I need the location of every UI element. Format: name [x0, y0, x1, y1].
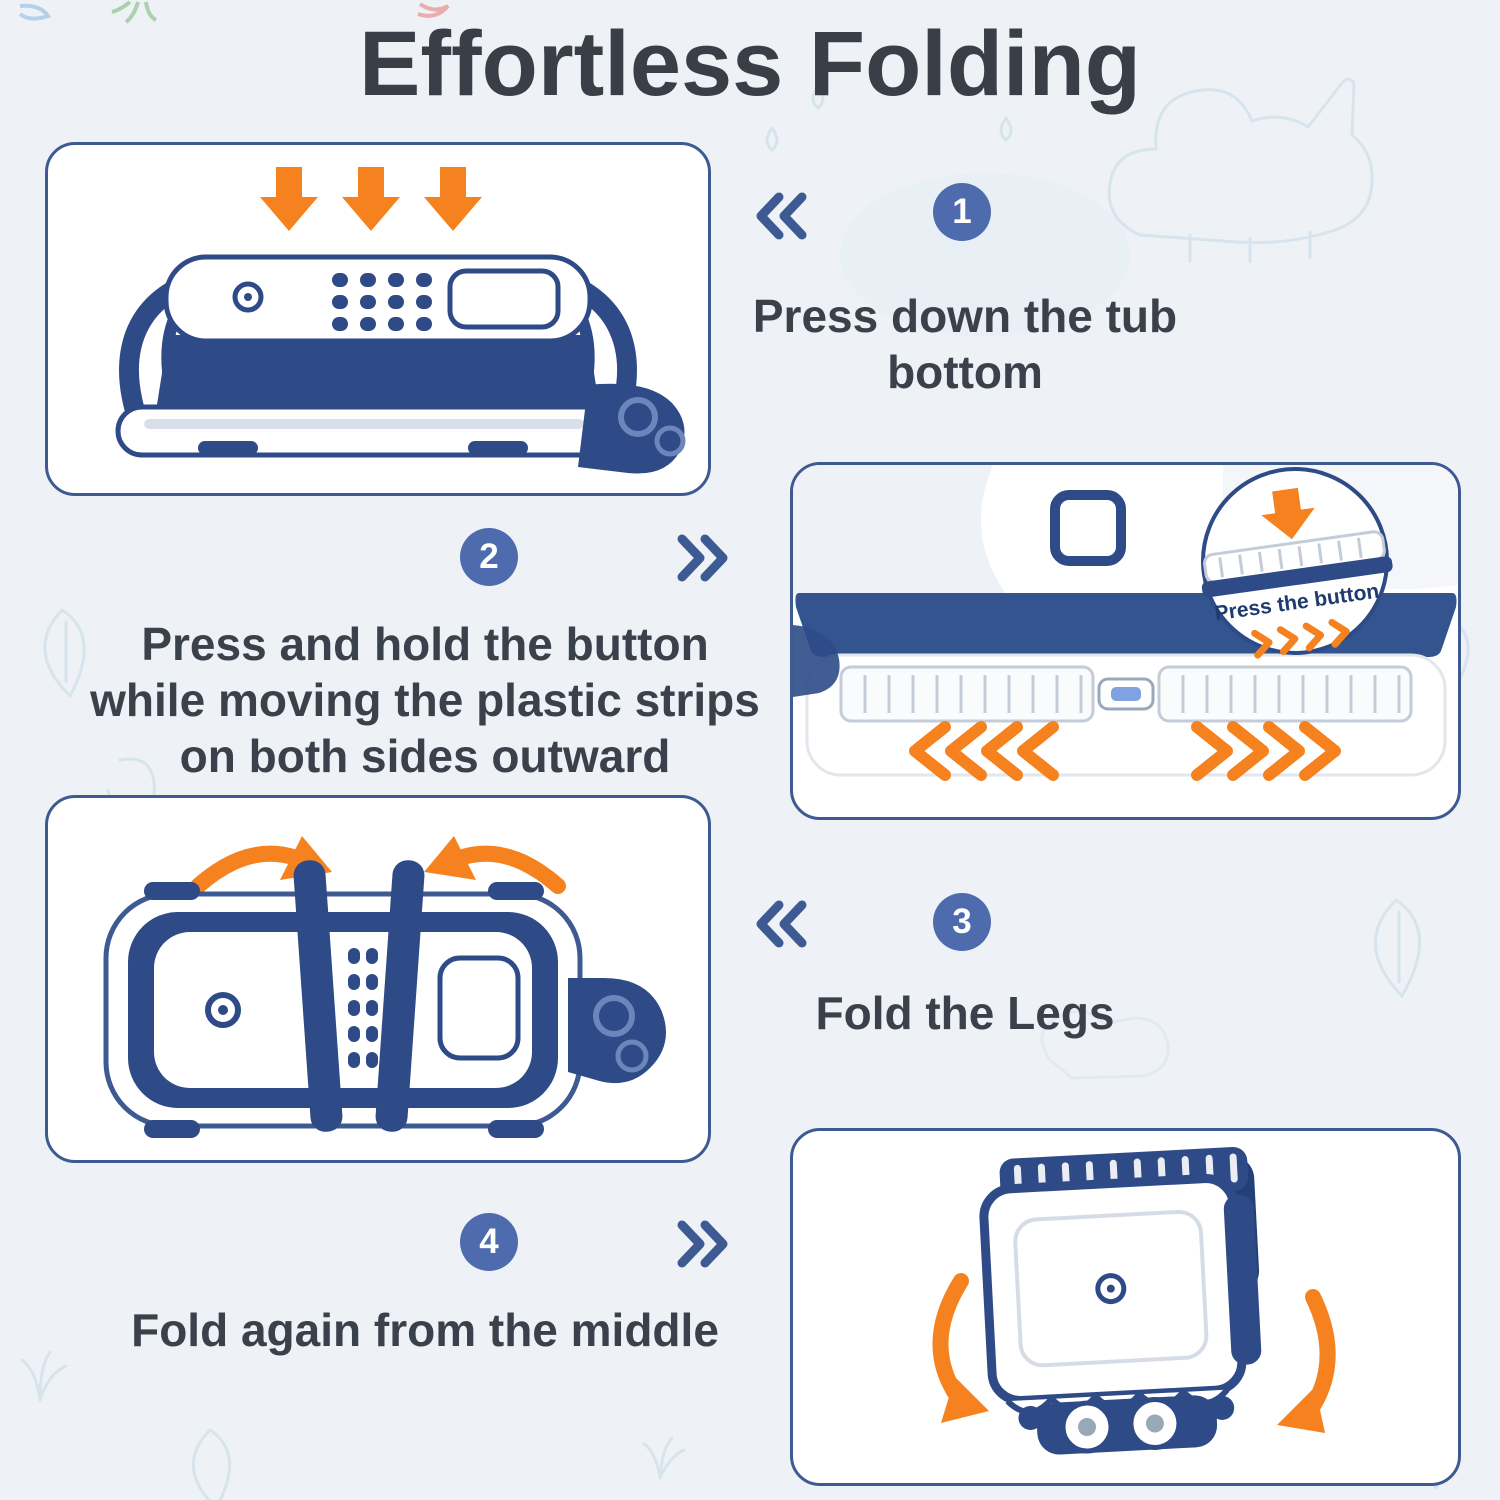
leaf-doodle-icon: [43, 608, 86, 699]
step2-text: Press and hold the button while moving t…: [90, 618, 760, 783]
flattened-tub-top-illustration: [103, 836, 666, 1138]
drain-slots: [332, 273, 432, 331]
step4-chevron-right-icon: [677, 1220, 728, 1268]
press-down-arrows-icon: [260, 167, 482, 231]
leaf-doodle-icon: [1374, 898, 1422, 999]
step1-text: Press down the tub bottom: [752, 290, 1178, 399]
grass-doodle-icon: [642, 1436, 686, 1480]
squiggle-doodle-icon: [417, 2, 450, 18]
small-chevrons-icon: [1251, 618, 1350, 659]
press-button-magnifier: [1201, 467, 1393, 659]
step3-number: 3: [952, 902, 972, 941]
step2-badge: 2: [460, 528, 518, 586]
leaf-doodle-icon: [192, 1428, 231, 1500]
step4-number: 4: [479, 1222, 499, 1261]
page-title: Effortless Folding: [359, 13, 1141, 115]
fold-inward-arrows-icon: [190, 836, 566, 894]
step1-chevron-left-icon: [756, 192, 807, 240]
press-arrow-icon: [1261, 487, 1315, 540]
drain-slots: [348, 948, 378, 1068]
step4-image-card: [790, 1128, 1461, 1486]
folded-compact-tub-illustration: [932, 1147, 1336, 1455]
slide-outward-chevrons-icon: [909, 721, 1341, 781]
step2-number: 2: [479, 537, 499, 576]
step2-chevron-right-icon: [677, 534, 728, 582]
folded-tub-side-illustration: [115, 167, 686, 474]
step1-number: 1: [952, 192, 972, 231]
step1-badge: 1: [933, 183, 991, 241]
step4-badge: 4: [460, 1213, 518, 1271]
raindrop-doodle-icon: [765, 84, 1013, 152]
leaf-color-doodle-icon: [18, 3, 52, 21]
step1-image-card: [45, 142, 711, 496]
grass-color-doodle-icon: [111, 0, 158, 24]
fold-middle-arrows-icon: [932, 1273, 1336, 1433]
folded-handle: [293, 860, 343, 1132]
dinosaur-doodle-icon: [1040, 1010, 1170, 1080]
step3-text: Fold the Legs: [815, 987, 1115, 1039]
step2-image-card: Press the button: [790, 462, 1461, 820]
step4-text: Fold again from the middle: [131, 1304, 719, 1356]
tub-bottom-closeup-illustration: [793, 465, 1458, 781]
folded-handle: [375, 860, 425, 1132]
dinosaur-doodle-icon: [1107, 77, 1374, 245]
step3-chevron-left-icon: [756, 900, 807, 948]
step3-badge: 3: [933, 893, 991, 951]
grass-doodle-icon: [20, 1350, 68, 1402]
step3-image-card: [45, 795, 711, 1163]
cloud-blob-decoration: [840, 173, 1130, 337]
